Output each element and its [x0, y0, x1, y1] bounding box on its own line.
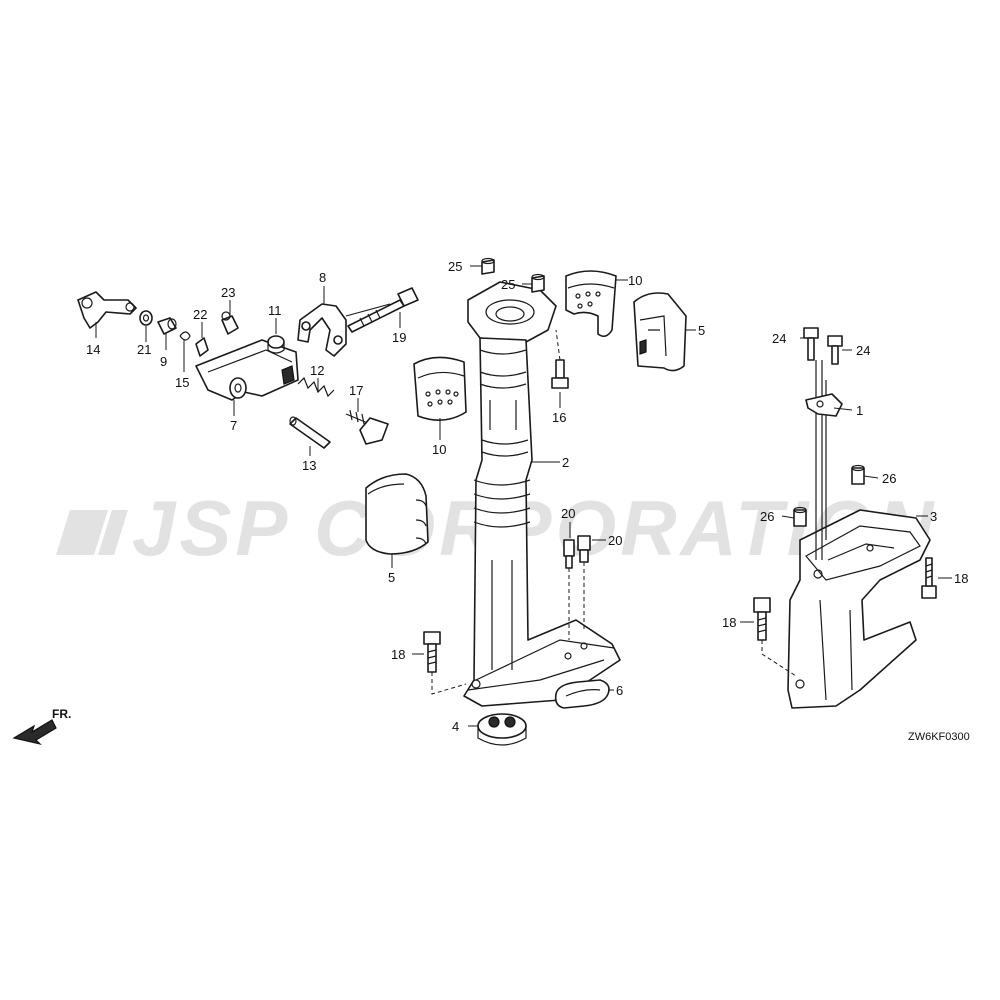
part-11-cap[interactable]: [267, 335, 285, 354]
part-26-dowel-b[interactable]: [793, 506, 807, 527]
callout-9: 9: [160, 354, 167, 369]
part-5-liner-right[interactable]: [633, 292, 687, 372]
part-22-pin[interactable]: [195, 337, 209, 357]
part-1-bracket[interactable]: [805, 360, 843, 560]
callout-13: 13: [302, 458, 316, 473]
part-20-bolt-b[interactable]: [577, 535, 591, 630]
part-18-bolt-right-a[interactable]: [921, 557, 937, 599]
callout-18-right-a: 18: [954, 571, 968, 586]
part-26-dowel-a[interactable]: [851, 464, 865, 485]
part-17-wing-bolt[interactable]: [345, 409, 389, 445]
callout-25-b: 25: [501, 277, 515, 292]
part-10-mount-left[interactable]: [413, 356, 467, 421]
callout-24-a: 24: [772, 331, 786, 346]
front-direction-label: FR.: [52, 707, 71, 721]
part-2-extension-case[interactable]: [463, 281, 621, 707]
callout-5-left: 5: [388, 570, 395, 585]
part-14-shift-arm[interactable]: [77, 291, 137, 329]
callout-20-b: 20: [608, 533, 622, 548]
callouts: 14 21 9 15 22 23 7 11 8 19 12 13 17 5 10…: [86, 259, 968, 734]
callout-8: 8: [319, 270, 326, 285]
part-5-liner-left[interactable]: [365, 473, 429, 555]
callout-19: 19: [392, 330, 406, 345]
callout-22: 22: [193, 307, 207, 322]
part-7-bracket[interactable]: [195, 339, 299, 401]
part-16-bolt[interactable]: [551, 329, 569, 389]
front-direction-arrow-icon: [12, 719, 57, 746]
callout-26-a: 26: [882, 471, 896, 486]
part-4-grommet[interactable]: [477, 713, 527, 746]
callout-2: 2: [562, 455, 569, 470]
part-8-clamp[interactable]: [297, 303, 347, 357]
callout-1: 1: [856, 403, 863, 418]
callout-16: 16: [552, 410, 566, 425]
part-12-spring[interactable]: [297, 376, 335, 398]
part-18-bolt-center[interactable]: [423, 631, 467, 695]
callout-24-b: 24: [856, 343, 870, 358]
part-6-seal[interactable]: [554, 679, 610, 709]
part-24-bolt-a[interactable]: [803, 327, 819, 361]
callout-3: 3: [930, 509, 937, 524]
callout-10-left: 10: [432, 442, 446, 457]
callout-21: 21: [137, 342, 151, 357]
callout-10-right: 10: [628, 273, 642, 288]
callout-12: 12: [310, 363, 324, 378]
callout-26-b: 26: [760, 509, 774, 524]
part-25-plug-a[interactable]: [481, 257, 495, 275]
callout-25-a: 25: [448, 259, 462, 274]
diagram-code: ZW6KF0300: [908, 731, 970, 743]
part-15-clip[interactable]: [179, 331, 191, 341]
callout-4: 4: [452, 719, 459, 734]
part-21-washer[interactable]: [139, 310, 153, 326]
callout-6: 6: [616, 683, 623, 698]
part-3-lower-case[interactable]: [787, 509, 931, 709]
part-13-pin[interactable]: [289, 416, 331, 449]
leader-lines: [95, 265, 952, 727]
part-10-mount-right[interactable]: [565, 270, 617, 338]
callout-18-right-b: 18: [722, 615, 736, 630]
callout-17: 17: [349, 383, 363, 398]
part-24-bolt-b[interactable]: [827, 335, 843, 365]
callout-18-center: 18: [391, 647, 405, 662]
callout-5-right: 5: [698, 323, 705, 338]
callout-7: 7: [230, 418, 237, 433]
part-9-bushing[interactable]: [157, 317, 177, 335]
part-18-bolt-right-b[interactable]: [753, 597, 797, 677]
callout-15: 15: [175, 375, 189, 390]
callout-20-a: 20: [561, 506, 575, 521]
part-25-plug-b[interactable]: [531, 273, 545, 293]
part-20-bolt-a[interactable]: [563, 539, 575, 640]
part-19-bolt[interactable]: [347, 287, 419, 333]
callout-11: 11: [268, 303, 282, 318]
callout-23: 23: [221, 285, 235, 300]
callout-14: 14: [86, 342, 100, 357]
